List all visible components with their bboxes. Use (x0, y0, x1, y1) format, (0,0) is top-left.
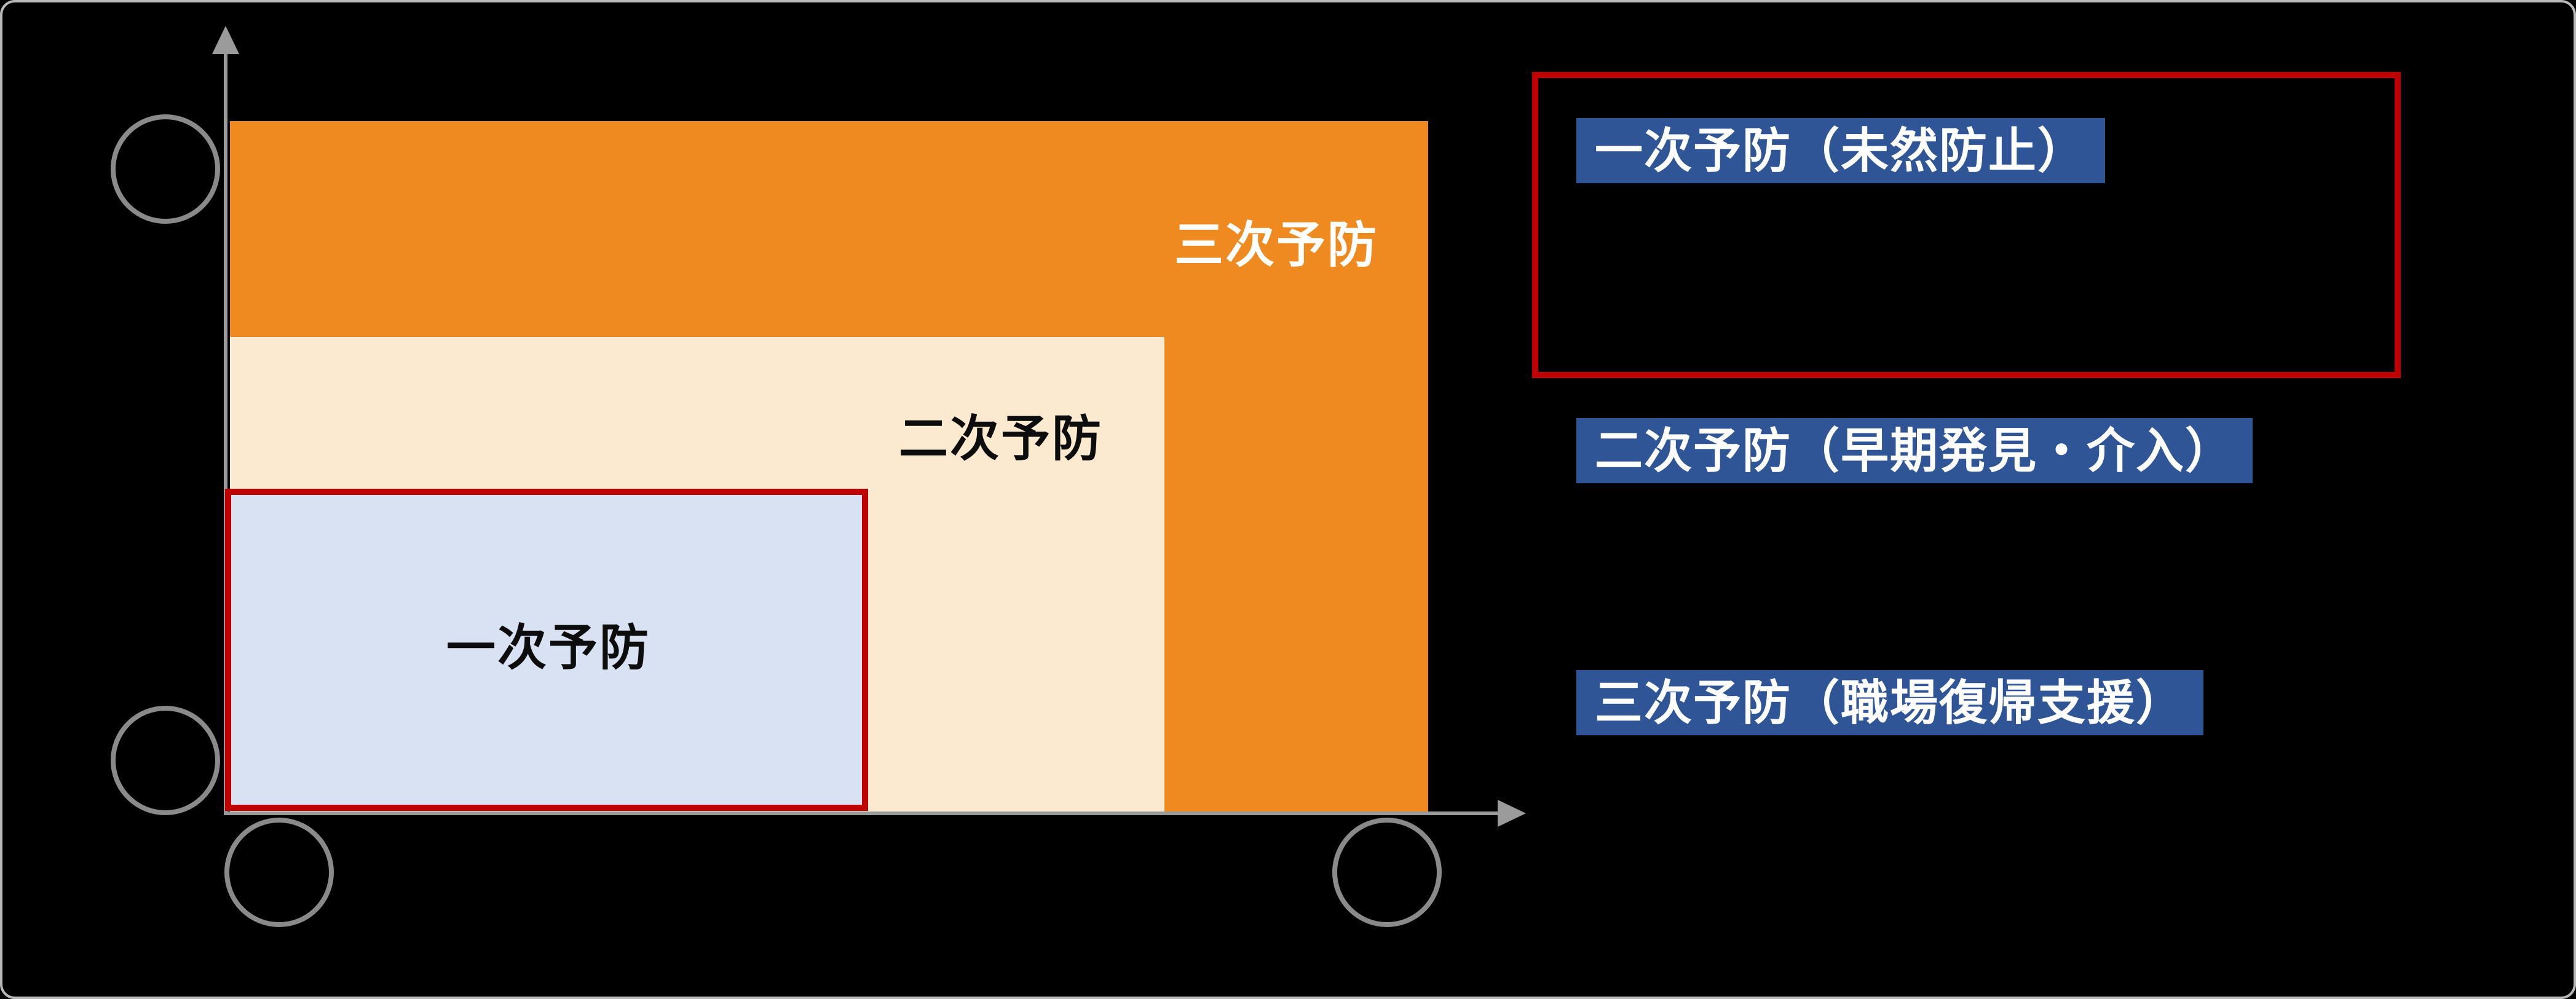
legend-item-primary: 一次予防（未然防止） (1576, 118, 2106, 183)
annotation-circle-top-left (111, 114, 220, 224)
annotation-circle-origin (224, 818, 334, 927)
primary-legend-highlight-frame (1532, 72, 2401, 378)
y-axis-arrowhead (212, 26, 239, 54)
legend-item-tertiary: 三次予防（職場復帰支援） (1576, 670, 2204, 735)
x-axis-arrowhead (1498, 800, 1526, 827)
annotation-circle-left-bottom (111, 706, 220, 815)
y-axis (224, 50, 227, 815)
annotation-circle-x-axis-right (1332, 818, 1442, 927)
primary-prevention-layer-highlighted (225, 489, 868, 811)
legend-item-secondary: 二次予防（早期発見・介入） (1576, 418, 2253, 483)
x-axis (225, 811, 1503, 815)
primary-prevention-label: 一次予防 (446, 620, 650, 675)
tertiary-prevention-label: 三次予防 (1174, 218, 1378, 272)
secondary-prevention-label: 二次予防 (899, 411, 1103, 466)
